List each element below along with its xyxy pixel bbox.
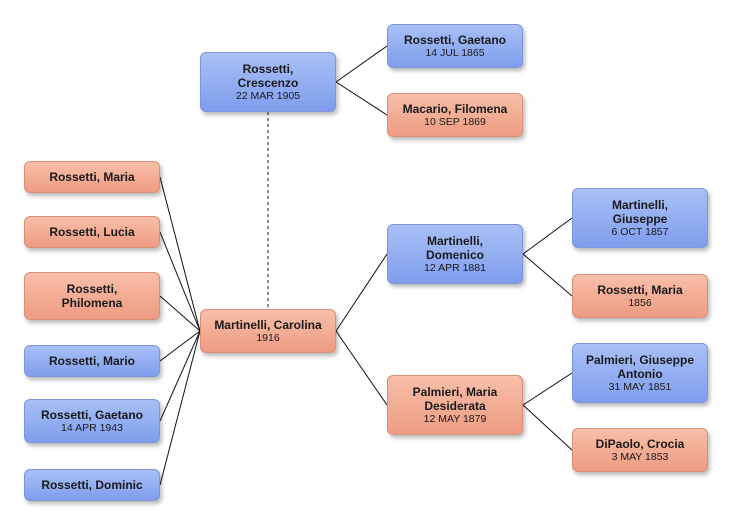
person-name: Martinelli,Giuseppe (611, 197, 668, 226)
connector-crescenzo-filomena (335, 81, 388, 116)
person-name: Rossetti, Gaetano (403, 32, 507, 47)
connector-child-maria_c (159, 176, 201, 332)
person-date: 10 SEP 1869 (424, 115, 486, 128)
person-date: 12 APR 1881 (424, 261, 486, 274)
person-box-mario[interactable]: Rossetti, Mario (24, 345, 160, 377)
person-box-philomena[interactable]: Rossetti,Philomena (24, 272, 160, 320)
connector-child-gaetano_c (159, 330, 201, 422)
person-name: Rossetti,Crescenzo (237, 61, 299, 90)
person-date: 31 MAY 1851 (608, 380, 672, 393)
person-name: Rossetti, Maria (49, 170, 135, 184)
person-name: Rossetti, Maria (597, 282, 683, 297)
person-name: Rossetti, Gaetano (40, 407, 144, 422)
person-date: 3 MAY 1853 (611, 450, 669, 463)
person-name: Rossetti, Lucia (49, 225, 135, 239)
person-date: 22 MAR 1905 (235, 89, 301, 102)
connector-crescenzo-gaetano_f (335, 45, 388, 83)
connector-child-mario (159, 330, 201, 362)
connector-carolina-desiderata (335, 330, 388, 406)
person-name: Martinelli, Carolina (214, 317, 322, 332)
person-date: 6 OCT 1857 (611, 225, 669, 238)
person-date: 14 JUL 1865 (425, 46, 485, 59)
connector-child-dominic (159, 330, 201, 486)
person-name: Rossetti, Dominic (41, 478, 143, 492)
person-name: Macario, Filomena (402, 101, 508, 116)
person-date: 12 MAY 1879 (423, 412, 487, 425)
connector-desiderata-gantonio (522, 372, 573, 406)
connector-domenico-giuseppe (522, 217, 573, 255)
person-name: Rossetti,Philomena (61, 282, 123, 310)
person-box-lucia[interactable]: Rossetti, Lucia (24, 216, 160, 248)
connector-desiderata-crocia (522, 404, 573, 451)
connector-carolina-domenico (335, 253, 388, 332)
connector-child-lucia (159, 231, 201, 332)
connector-child-philomena (159, 295, 201, 332)
person-name: Rossetti, Mario (48, 354, 135, 368)
person-date: 14 APR 1943 (61, 421, 123, 434)
person-date: 1856 (628, 296, 652, 309)
person-name: Martinelli,Domenico (425, 233, 484, 262)
person-date: 1916 (256, 331, 280, 344)
person-box-maria_c[interactable]: Rossetti, Maria (24, 161, 160, 193)
person-name: DiPaolo, Crocia (595, 436, 685, 451)
connector-domenico-maria_gp (522, 253, 573, 297)
person-box-dominic[interactable]: Rossetti, Dominic (24, 469, 160, 501)
